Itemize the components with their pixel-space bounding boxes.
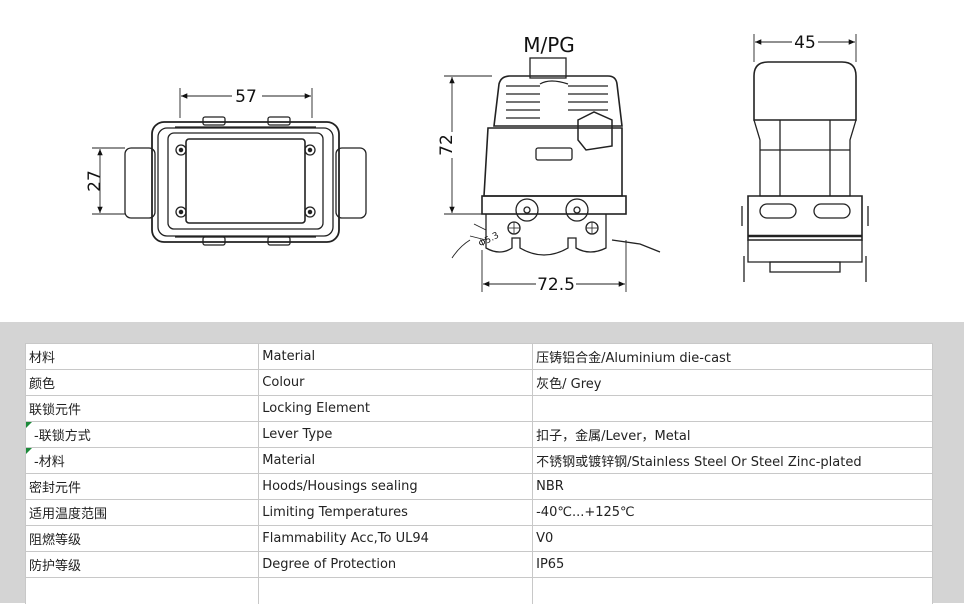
spec-cn-label: 材料 (26, 344, 259, 370)
spec-value: 压铸铝合金/Aluminium die-cast (533, 344, 933, 370)
technical-drawing: 57 27 (0, 0, 964, 322)
spec-value: 灰色/ Grey (533, 370, 933, 396)
spec-value: 不锈钢或镀锌钢/Stainless Steel Or Steel Zinc-pl… (533, 448, 933, 474)
spec-cn-label: -联锁方式 (26, 422, 259, 448)
spec-en-label: Material (259, 448, 533, 474)
spec-en-label: Colour (259, 370, 533, 396)
spec-value: V0 (533, 526, 933, 552)
spec-value: 扣子，金属/Lever，Metal (533, 422, 933, 448)
spec-cn-label: 颜色 (26, 370, 259, 396)
spec-cn-label: 阻燃等级 (26, 526, 259, 552)
front-view (444, 58, 660, 292)
spec-cn-label: 密封元件 (26, 474, 259, 500)
side-view (742, 34, 868, 282)
entry-label: M/PG (523, 33, 575, 57)
spec-en-label: Lever Type (259, 422, 533, 448)
spec-en-label: Locking Element (259, 396, 533, 422)
spec-cn-label: 联锁元件 (26, 396, 259, 422)
spec-cn-label: 防护等级 (26, 552, 259, 578)
spec-en-label: Degree of Protection (259, 552, 533, 578)
spec-value: -40℃...+125℃ (533, 500, 933, 526)
front-height-dim: 72 (437, 134, 457, 156)
drawing-svg: 57 27 (0, 0, 964, 322)
spec-value: IP65 (533, 552, 933, 578)
top-width-dim: 57 (235, 87, 257, 107)
spec-en-label: Material (259, 344, 533, 370)
spec-en-label: Limiting Temperatures (259, 500, 533, 526)
top-height-dim: 27 (85, 170, 105, 192)
spec-en-label: Flammability Acc,To UL94 (259, 526, 533, 552)
blank-cell (26, 578, 259, 604)
hole-label: Φ5.3 (477, 231, 501, 250)
spec-value (533, 396, 933, 422)
blank-cell (533, 578, 933, 604)
spec-cn-label: 适用温度范围 (26, 500, 259, 526)
front-width-dim: 72.5 (537, 275, 575, 295)
side-width-dim: 45 (794, 33, 816, 53)
top-view (92, 88, 366, 245)
spec-en-label: Hoods/Housings sealing (259, 474, 533, 500)
spec-value: NBR (533, 474, 933, 500)
blank-cell (259, 578, 533, 604)
table-row-blank (26, 578, 933, 604)
spec-cn-label: -材料 (26, 448, 259, 474)
